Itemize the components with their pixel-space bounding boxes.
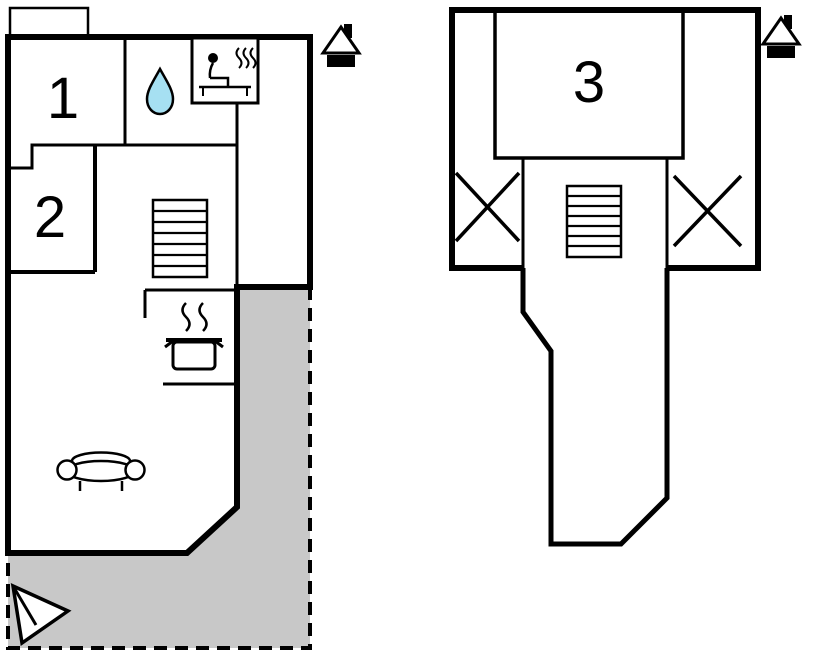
room-3-walls [493, 10, 685, 160]
x-mark-icon [672, 174, 743, 248]
north-arrow-icon [10, 583, 72, 647]
stairs-icon [151, 198, 209, 279]
house-icon [761, 13, 801, 60]
x-mark-icon [454, 171, 521, 243]
room-1-label: 1 [47, 66, 79, 131]
room-1: 1 [47, 66, 79, 131]
steam-icon [181, 302, 191, 332]
room-2: 2 [34, 185, 66, 250]
ground-floor-plan: 1 2 [5, 6, 361, 650]
room-2-label: 2 [34, 185, 66, 250]
entrance-nook [8, 6, 90, 39]
house-icon [321, 22, 361, 69]
upper-interior-walls [521, 158, 669, 268]
terrace-area [8, 287, 310, 648]
interior-walls [8, 37, 239, 386]
sofa-icon [56, 451, 146, 491]
steam-icon [198, 302, 208, 332]
building-outline [5, 34, 313, 556]
sauna-room [190, 36, 260, 105]
room-3: 3 [573, 50, 605, 115]
sauna-icon [199, 47, 257, 96]
room-3-label: 3 [573, 50, 605, 115]
upper-extension-outline [520, 268, 670, 547]
terrace-dashed-border [6, 287, 312, 650]
stairs-icon [565, 184, 623, 259]
water-drop-icon [145, 66, 175, 116]
upper-floor-plan: 3 [449, 7, 801, 547]
stove-icon [164, 302, 224, 371]
